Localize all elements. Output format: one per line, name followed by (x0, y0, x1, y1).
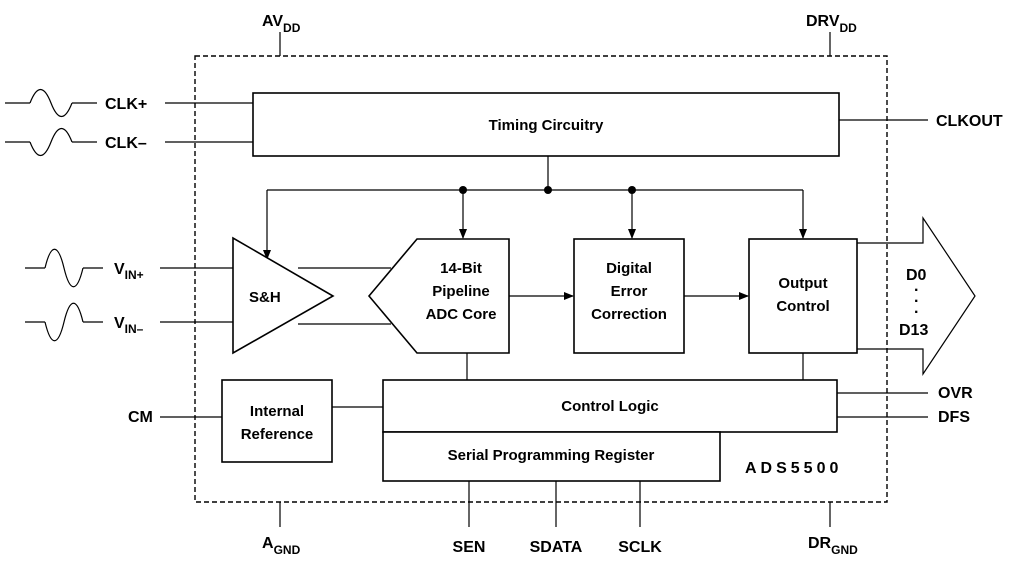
sen-label: SEN (453, 539, 486, 556)
vin-plus-label: VIN+ (114, 261, 144, 282)
intref-line-2: Reference (241, 426, 314, 443)
dec-line-1: Digital (606, 260, 652, 277)
digital-error-correction-block (573, 238, 685, 354)
control-logic-block (382, 379, 838, 433)
outctl-line-1: Output (778, 275, 827, 292)
bus-dot: · (914, 293, 919, 310)
ovr-label: OVR (938, 385, 973, 402)
vin-plus-sine-icon (44, 248, 84, 288)
intref-line-1: Internal (250, 403, 304, 420)
control-logic-label: Control Logic (561, 398, 659, 415)
clk-minus-label: CLK– (105, 135, 147, 152)
output-control-block (748, 238, 858, 354)
d0-label: D0 (906, 267, 927, 284)
bus-dot: · (914, 282, 919, 299)
internal-reference-block (221, 379, 333, 463)
d13-label: D13 (899, 322, 928, 339)
adc-core-line-1: 14-Bit (440, 260, 482, 277)
drgnd-label: DRGND (808, 535, 858, 557)
sample-hold-label: S&H (249, 289, 281, 306)
sample-hold-block (232, 236, 335, 355)
output-bus-arrow (857, 216, 976, 376)
serial-programming-register-label: Serial Programming Register (448, 447, 655, 464)
junction-dot (544, 186, 552, 194)
timing-circuitry-block (252, 92, 840, 157)
sdata-label: SDATA (530, 539, 583, 556)
vin-minus-label: VIN– (114, 315, 144, 336)
timing-circuitry-label: Timing Circuitry (489, 117, 604, 134)
cm-label: CM (128, 409, 153, 426)
adc-core-line-3: ADC Core (426, 306, 497, 323)
chip-boundary (194, 55, 888, 503)
adc-core-line-2: Pipeline (432, 283, 490, 300)
dfs-label: DFS (938, 409, 970, 426)
drvdd-label: DRVDD (806, 13, 857, 35)
dec-line-2: Error (611, 283, 648, 300)
part-number: ADS5500 (745, 460, 842, 477)
clk-plus-label: CLK+ (105, 96, 147, 113)
avdd-label: AVDD (262, 13, 301, 35)
clk-minus-sine-icon (29, 127, 73, 157)
clkout-label: CLKOUT (936, 113, 1003, 130)
adc-core-block (367, 238, 510, 354)
serial-programming-register-block (382, 431, 721, 482)
clk-plus-sine-icon (29, 88, 73, 118)
outctl-line-2: Control (776, 298, 829, 315)
sclk-label: SCLK (618, 539, 662, 556)
bus-dot: · (914, 304, 919, 321)
vin-minus-sine-icon (44, 302, 84, 342)
dec-line-3: Correction (591, 306, 667, 323)
agnd-label: AGND (262, 535, 301, 557)
